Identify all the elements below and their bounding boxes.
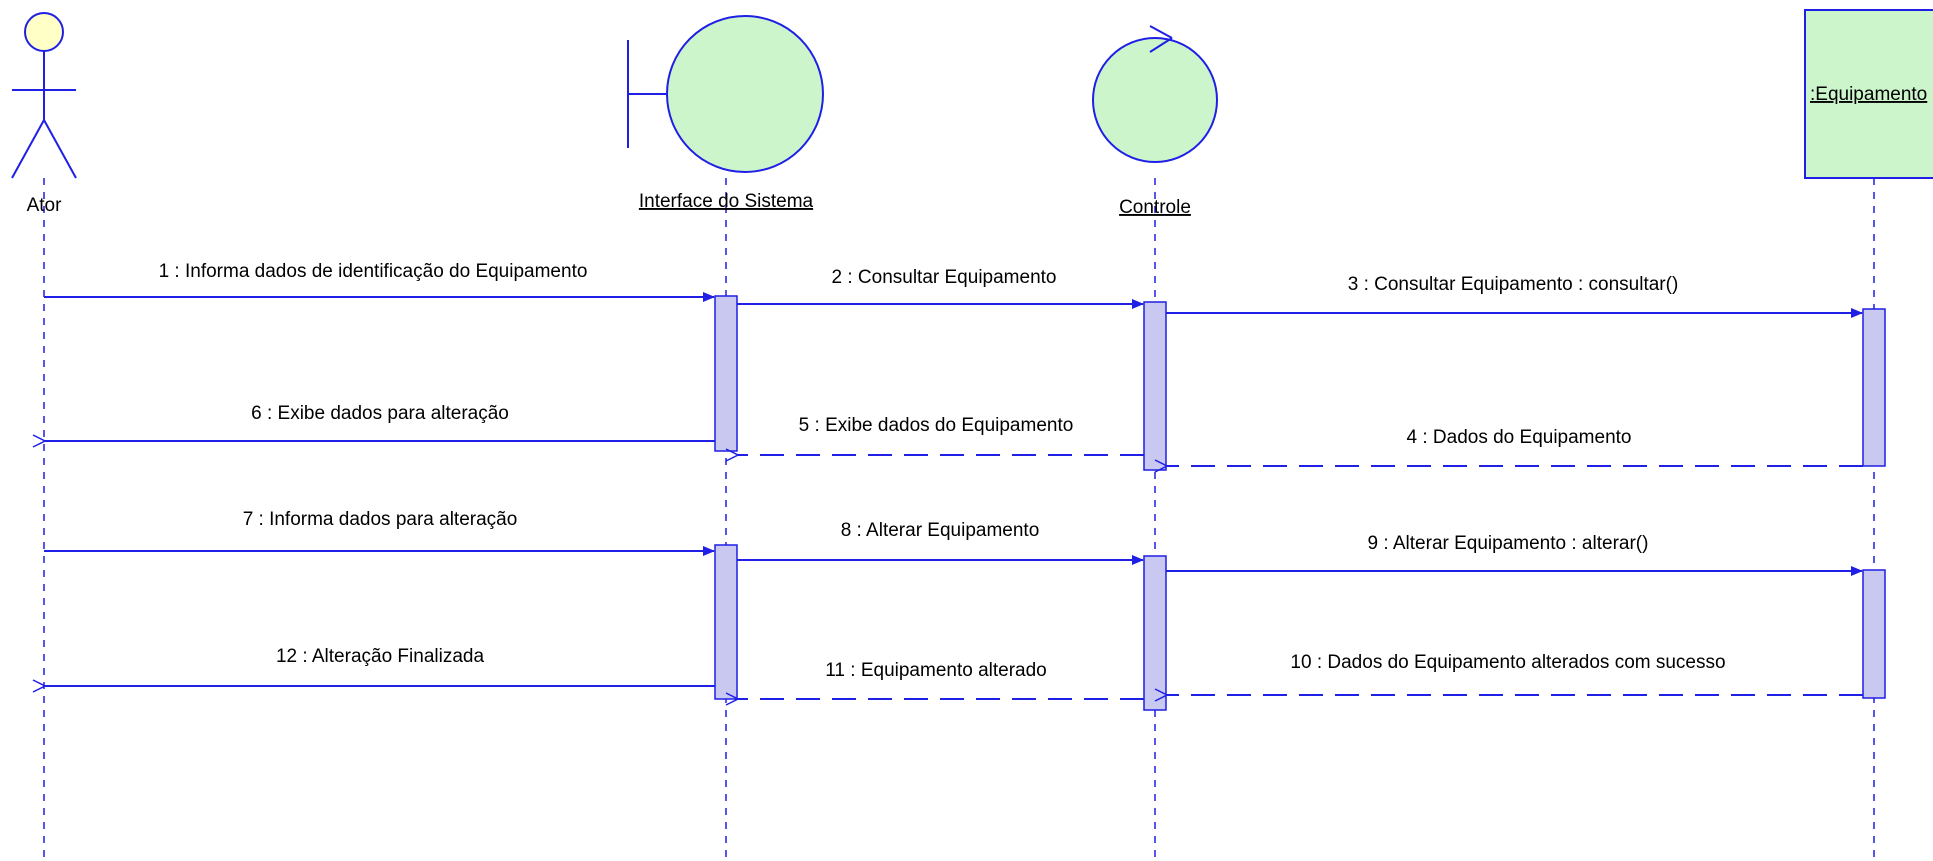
message-8[interactable]: 8 : Alterar Equipamento: [737, 520, 1144, 565]
control-name: Controle: [1119, 197, 1191, 218]
entity-box[interactable]: [1804, 9, 1933, 179]
message-1-label: 1 : Informa dados de identificação do Eq…: [159, 261, 588, 282]
message-4[interactable]: 4 : Dados do Equipamento: [1167, 427, 1863, 466]
message-11[interactable]: 11 : Equipamento alterado: [738, 660, 1144, 699]
message-5[interactable]: 5 : Exibe dados do Equipamento: [738, 415, 1144, 455]
message-10-label: 10 : Dados do Equipamento alterados com …: [1290, 652, 1725, 673]
message-2-label: 2 : Consultar Equipamento: [832, 267, 1057, 288]
message-10[interactable]: 10 : Dados do Equipamento alterados com …: [1167, 652, 1863, 695]
message-4-label: 4 : Dados do Equipamento: [1407, 427, 1632, 448]
activation-bar-interface-1: [714, 295, 738, 452]
message-9-label: 9 : Alterar Equipamento : alterar(): [1368, 533, 1649, 554]
message-1[interactable]: 1 : Informa dados de identificação do Eq…: [44, 261, 715, 302]
message-6[interactable]: 6 : Exibe dados para alteração: [45, 403, 715, 441]
activation-bar-controle-2: [1143, 555, 1167, 711]
message-12[interactable]: 12 : Alteração Finalizada: [45, 646, 715, 686]
message-12-label: 12 : Alteração Finalizada: [276, 646, 485, 667]
actor-name: Ator: [27, 195, 63, 216]
message-11-label: 11 : Equipamento alterado: [825, 660, 1046, 681]
boundary-icon[interactable]: [627, 15, 824, 173]
activation-bar-interface-2: [714, 544, 738, 700]
message-6-label: 6 : Exibe dados para alteração: [251, 403, 509, 424]
actor-icon[interactable]: [11, 12, 77, 179]
message-2[interactable]: 2 : Consultar Equipamento: [737, 267, 1144, 309]
message-9[interactable]: 9 : Alterar Equipamento : alterar(): [1166, 533, 1863, 576]
message-5-label: 5 : Exibe dados do Equipamento: [799, 415, 1074, 436]
message-7-label: 7 : Informa dados para alteração: [243, 509, 518, 530]
entity-name: :Equipamento: [1810, 84, 1927, 105]
activation-bar-controle-1: [1143, 301, 1167, 471]
message-8-label: 8 : Alterar Equipamento: [841, 520, 1040, 541]
activation-bar-equipamento-2: [1862, 569, 1886, 699]
control-icon[interactable]: [1092, 25, 1218, 163]
message-7[interactable]: 7 : Informa dados para alteração: [44, 509, 715, 556]
message-3[interactable]: 3 : Consultar Equipamento : consultar(): [1166, 274, 1863, 318]
boundary-name: Interface do Sistema: [639, 191, 814, 212]
activation-bar-equipamento-1: [1862, 308, 1886, 467]
message-3-label: 3 : Consultar Equipamento : consultar(): [1348, 274, 1679, 295]
